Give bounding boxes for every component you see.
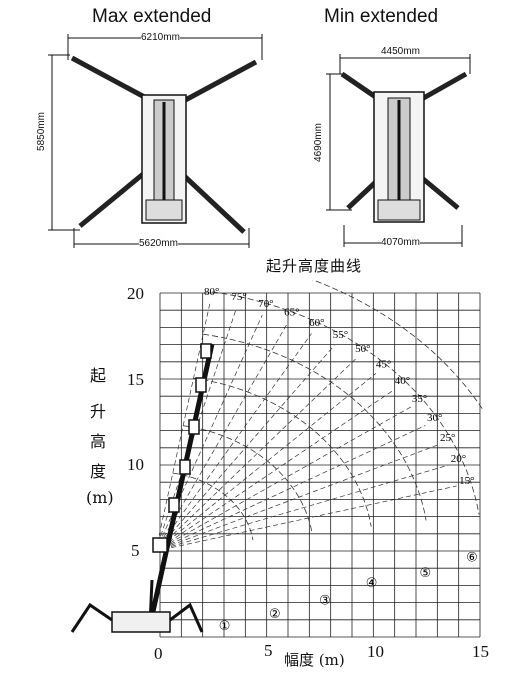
angle-label: 45°	[376, 358, 391, 370]
y-label-3: 高	[90, 432, 107, 451]
angle-label: 75°	[231, 291, 246, 303]
x-tick-5: 5	[264, 641, 273, 660]
chart-title: 起升高度曲线	[266, 257, 363, 275]
height-curve	[193, 377, 372, 527]
y-tick-20: 20	[127, 284, 144, 303]
max-extended-heading: Max extended	[92, 6, 212, 27]
angle-label: 20°	[451, 453, 466, 465]
min-leg-top-right	[418, 71, 468, 103]
min-leg-bottom-right	[420, 176, 460, 210]
max-leg-top-right	[176, 59, 258, 107]
x-tick-0: 0	[154, 644, 163, 663]
angle-label: 65°	[284, 307, 299, 319]
angle-label: 80°	[204, 286, 219, 298]
angle-ray	[155, 373, 377, 552]
min-top-width-label: 4450mm	[381, 46, 420, 57]
min-bottom-width-label: 4070mm	[381, 237, 420, 248]
height-curve	[172, 472, 254, 541]
section-marker: ③	[319, 593, 331, 608]
y-label-4: 度	[90, 462, 107, 481]
angle-ray	[155, 464, 449, 552]
y-tick-5: 5	[131, 541, 140, 560]
angle-label: 50°	[355, 343, 370, 355]
angle-ray	[155, 485, 457, 552]
angle-ray	[155, 358, 357, 552]
section-markers: ① ② ③ ④ ⑤ ⑥	[219, 550, 478, 634]
angle-label: 30°	[427, 412, 442, 424]
section-marker: ⑤	[419, 566, 431, 581]
angle-ray	[155, 444, 439, 552]
max-leg-bottom-right	[178, 170, 246, 234]
section-marker: ④	[366, 576, 378, 591]
angle-ray	[155, 406, 412, 552]
angle-label: 15°	[459, 475, 474, 487]
max-bottom-width-label: 5620mm	[139, 238, 178, 249]
y-label-2: 升	[90, 402, 107, 421]
max-height-label: 5850mm	[35, 112, 47, 151]
angle-ray	[155, 323, 288, 552]
crane-silhouette	[70, 343, 215, 633]
angle-ray	[155, 333, 312, 552]
section-marker: ①	[219, 619, 231, 634]
max-leg-bottom-left	[78, 168, 150, 228]
y-label-unit: (m)	[86, 488, 114, 507]
y-tick-15: 15	[127, 370, 144, 389]
angle-label: 60°	[309, 317, 324, 329]
angle-label: 40°	[395, 375, 410, 387]
angle-ray	[155, 389, 395, 552]
min-extended-heading: Min extended	[324, 6, 439, 27]
x-axis-label: 幅度 (m)	[284, 651, 345, 669]
angle-label: 55°	[333, 329, 348, 341]
y-label-1: 起	[90, 366, 107, 385]
min-height-label: 4690mm	[312, 123, 324, 162]
plan-views	[0, 0, 512, 260]
chart-grid	[159, 292, 481, 638]
section-marker: ⑥	[466, 550, 478, 565]
angle-label: 70°	[258, 298, 273, 310]
y-tick-10: 10	[127, 455, 144, 474]
angle-label: 25°	[440, 432, 455, 444]
angle-rays	[155, 303, 457, 552]
max-top-width-label: 6210mm	[141, 32, 180, 43]
section-marker: ②	[269, 607, 281, 622]
height-curve	[183, 425, 313, 534]
angle-label: 35°	[412, 393, 427, 405]
max-leg-top-left	[70, 55, 152, 103]
x-tick-15: 15	[472, 642, 489, 661]
x-tick-10: 10	[367, 642, 384, 661]
angle-ray	[155, 345, 335, 552]
load-chart: 80° 75° 70° 65° 60° 55° 50° 45° 40°35°30° 25° 20° 1…	[70, 280, 484, 638]
crane-base	[111, 611, 171, 633]
height-curve	[311, 280, 484, 411]
angle-ray	[155, 425, 426, 552]
angle-labels: 80° 75° 70° 65° 60° 55° 50° 45° 40°35°30° 25° 20° 1…	[204, 286, 475, 487]
height-curve	[212, 291, 480, 515]
plan-drawings	[48, 34, 471, 248]
